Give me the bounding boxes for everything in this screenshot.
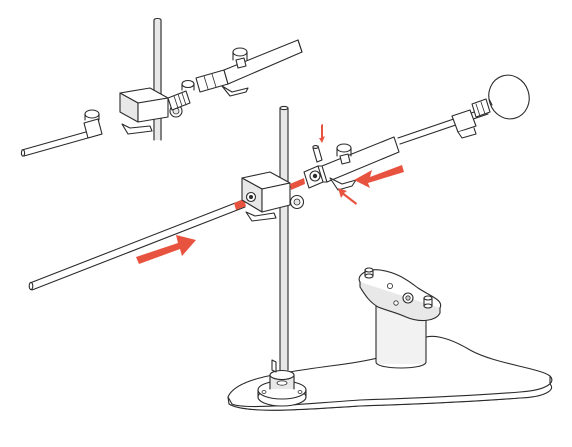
arrow-down-small-icon	[319, 124, 325, 143]
main-clamp-block	[241, 171, 305, 222]
top-rod-knob	[83, 109, 103, 139]
mounting-plate	[358, 267, 442, 322]
loose-screw	[312, 145, 323, 163]
arrow-upleft-small-icon	[338, 188, 357, 205]
top-holder	[195, 39, 303, 97]
arrow-left-icon	[354, 165, 404, 188]
top-vertical-rod	[153, 17, 162, 141]
top-coupling	[167, 79, 195, 111]
top-clamp-block	[119, 87, 183, 135]
indicator-arrows	[136, 124, 404, 264]
plate-screw-right	[423, 295, 433, 309]
top-assembly-view	[20, 17, 303, 157]
stand-foot-nut	[257, 359, 307, 407]
rubber-bulb	[488, 74, 530, 120]
plate-screw-left	[364, 267, 374, 279]
main-holder	[303, 136, 400, 191]
arrow-right-icon	[136, 235, 196, 264]
stand-vertical-rod	[279, 105, 289, 371]
main-assembly-view	[28, 74, 553, 411]
stand-base	[227, 335, 553, 411]
main-horizontal-rod	[28, 199, 246, 291]
bulb-rod	[397, 98, 491, 145]
